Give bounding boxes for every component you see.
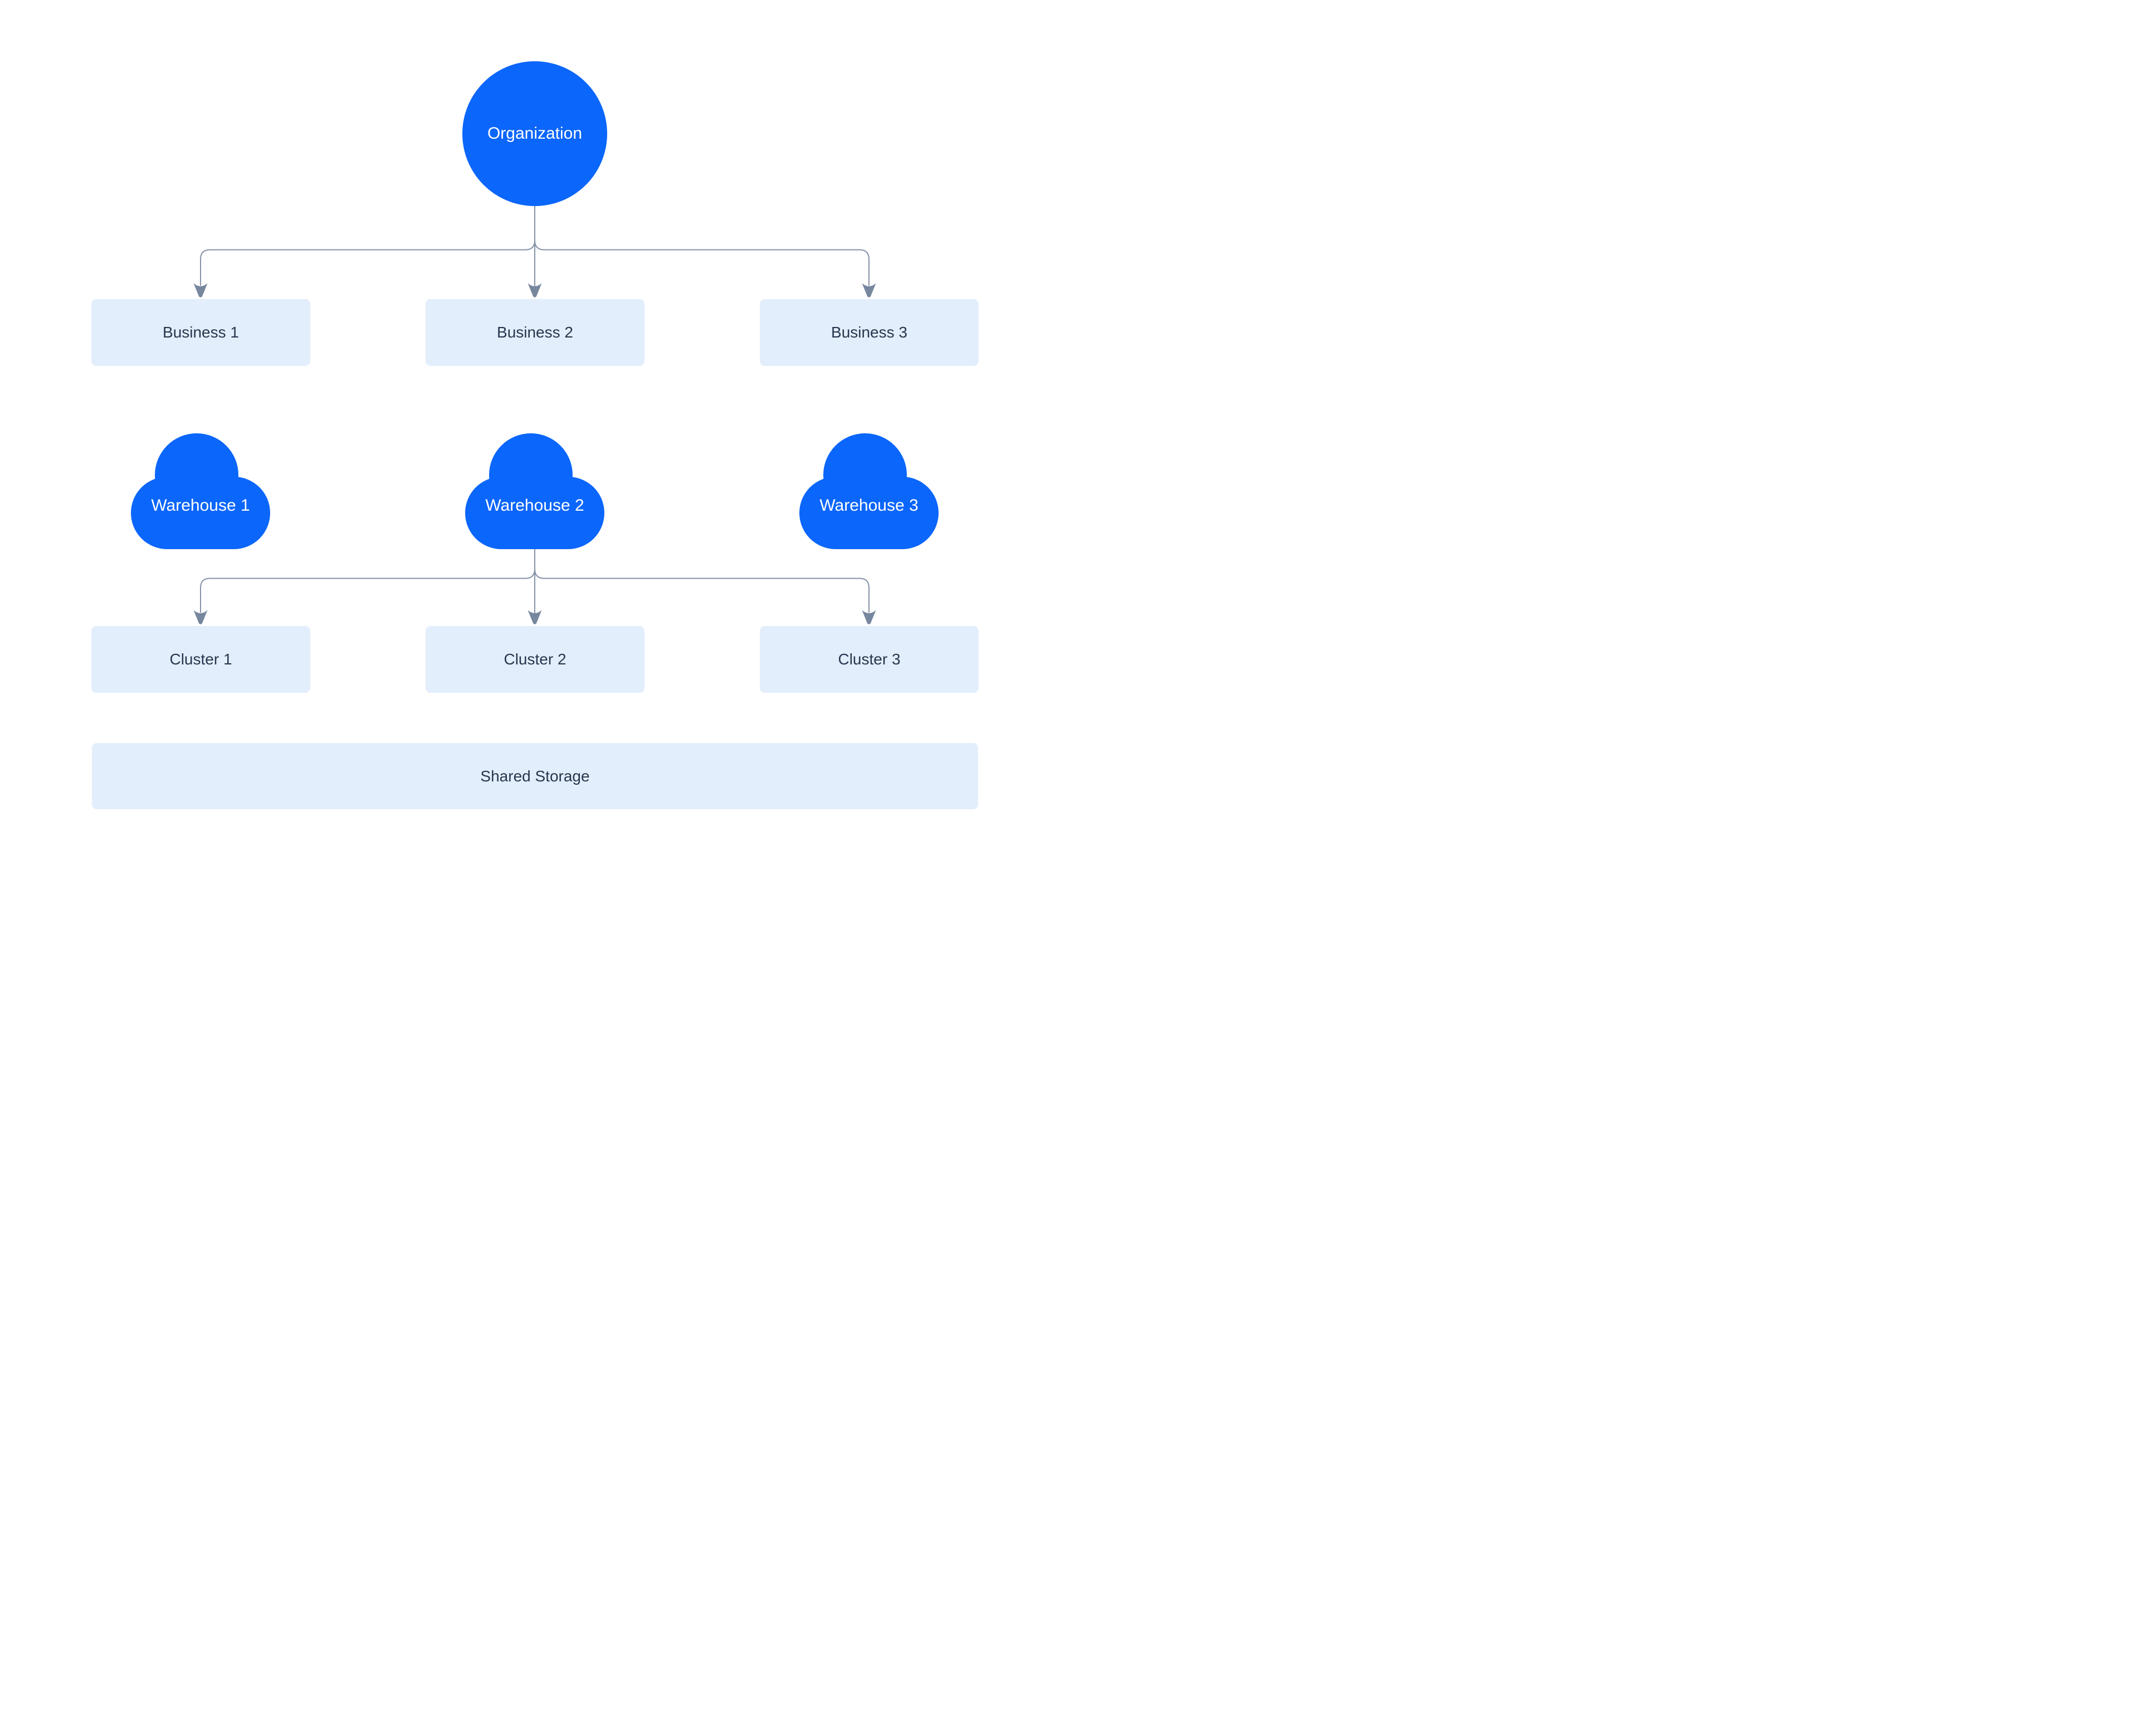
connector-warehouse-to-cluster3 bbox=[534, 543, 870, 613]
arrowhead-icon bbox=[862, 283, 876, 297]
node-business-3: Business 3 bbox=[760, 299, 979, 366]
business-2-label: Business 2 bbox=[497, 324, 573, 341]
cluster-3-label: Cluster 3 bbox=[838, 651, 901, 668]
arrowhead-icon bbox=[528, 610, 542, 624]
warehouse-1-label: Warehouse 1 bbox=[151, 496, 250, 515]
connector-org-to-business1 bbox=[200, 202, 535, 286]
node-business-1: Business 1 bbox=[91, 299, 310, 366]
arrowhead-icon bbox=[193, 283, 208, 297]
node-cluster-3: Cluster 3 bbox=[760, 626, 979, 693]
cloud-icon bbox=[465, 433, 604, 549]
shared-storage-label: Shared Storage bbox=[480, 767, 590, 785]
connector-org-to-business3 bbox=[534, 202, 870, 286]
node-cluster-1: Cluster 1 bbox=[91, 626, 310, 693]
cluster-1-label: Cluster 1 bbox=[169, 651, 232, 668]
node-business-2: Business 2 bbox=[426, 299, 644, 366]
warehouse-3-label: Warehouse 3 bbox=[819, 496, 919, 515]
node-warehouse-1: Warehouse 1 bbox=[131, 433, 270, 549]
node-warehouse-2: Warehouse 2 bbox=[465, 433, 604, 549]
cluster-2-label: Cluster 2 bbox=[504, 651, 567, 668]
business-1-label: Business 1 bbox=[163, 324, 239, 341]
hierarchy-diagram: Organization Business 1 Business 2 Busin… bbox=[0, 0, 1070, 868]
organization-label: Organization bbox=[487, 124, 583, 143]
node-shared-storage: Shared Storage bbox=[92, 743, 978, 809]
cloud-icon bbox=[799, 433, 939, 549]
business-3-label: Business 3 bbox=[831, 324, 907, 341]
cloud-icon bbox=[131, 433, 270, 549]
warehouse-2-label: Warehouse 2 bbox=[485, 496, 584, 515]
arrowhead-icon bbox=[193, 610, 208, 624]
node-cluster-2: Cluster 2 bbox=[426, 626, 644, 693]
arrowhead-icon bbox=[528, 283, 542, 297]
node-organization: Organization bbox=[462, 61, 607, 206]
arrowhead-icon bbox=[862, 610, 876, 624]
node-warehouse-3: Warehouse 3 bbox=[799, 433, 939, 549]
connector-warehouse-to-cluster1 bbox=[200, 543, 535, 613]
